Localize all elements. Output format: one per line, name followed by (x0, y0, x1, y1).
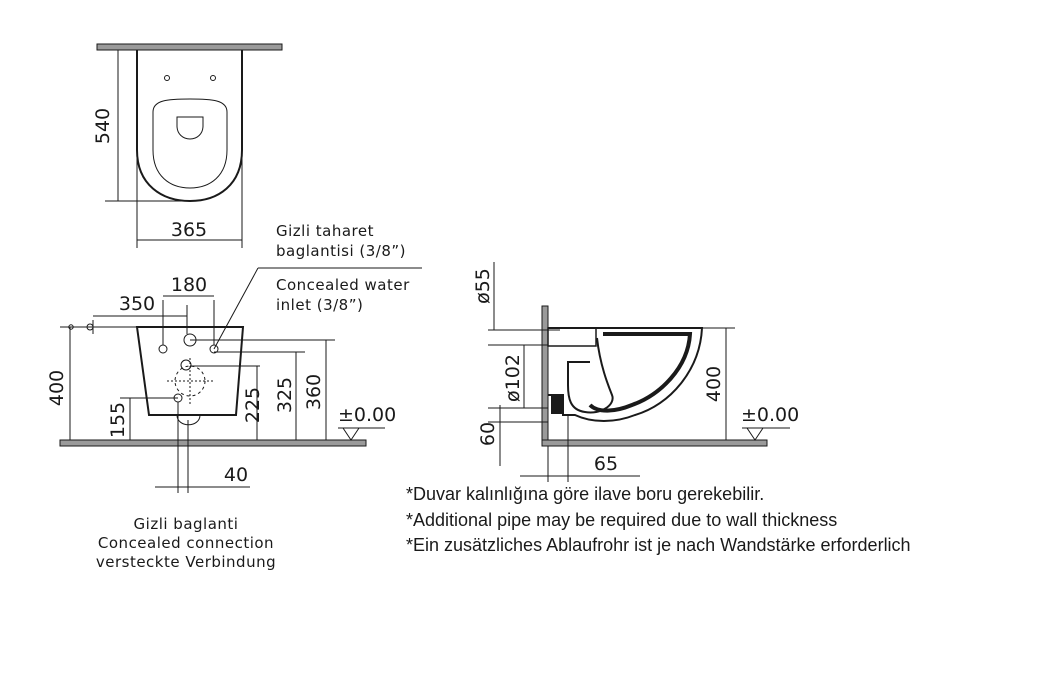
front-view: 350 180 400 155 225 325 360 40 ±0.00 Giz… (46, 222, 422, 571)
dim-65: 65 (594, 453, 618, 475)
dim-ø55: ø55 (472, 268, 494, 304)
connection-label-de: versteckte Verbindung (96, 553, 276, 571)
side-bowl-outline (548, 327, 704, 422)
front-level-label: ±0.00 (338, 404, 396, 426)
dim-40: 40 (224, 464, 248, 486)
top-view: 540 365 (92, 43, 283, 248)
dim-350: 350 (119, 293, 155, 315)
dim-325: 325 (274, 377, 296, 413)
top-fixing-hole-right (210, 75, 216, 81)
note-tr: *Duvar kalınlığına göre ilave boru gerek… (406, 484, 765, 504)
dim-180: 180 (171, 274, 207, 296)
top-wall (96, 43, 283, 51)
connection-label-tr: Gizli baglanti (134, 515, 239, 533)
water-inlet-label-tr-1: Gizli taharet (276, 222, 374, 240)
side-wall (541, 305, 549, 447)
dim-ø102: ø102 (502, 354, 524, 402)
side-level-label: ±0.00 (741, 404, 799, 426)
water-inlet-label-tr-2: baglantisi (3/8”) (276, 242, 406, 260)
connection-label-en: Concealed connection (98, 534, 274, 552)
dim-400-side: 400 (703, 366, 725, 402)
dim-365: 365 (171, 219, 207, 241)
port-center (180, 359, 192, 371)
dim-400: 400 (46, 370, 68, 406)
side-trapway (567, 337, 614, 414)
dim-360: 360 (303, 374, 325, 410)
dim-540: 540 (92, 108, 114, 144)
dim-155: 155 (107, 402, 129, 438)
note-de: *Ein zusätzliches Ablaufrohr ist je nach… (406, 535, 911, 555)
side-inlet-pipe (547, 327, 597, 347)
water-inlet-label-en-2: inlet (3/8”) (276, 296, 363, 314)
port-left (158, 344, 168, 354)
dim-225: 225 (242, 387, 264, 423)
front-floor (59, 439, 367, 447)
side-view: ø55 ø102 60 65 400 ±0.00 (472, 262, 799, 482)
top-fixing-hole-left (164, 75, 170, 81)
dim-60: 60 (477, 422, 499, 446)
note-en: *Additional pipe may be required due to … (406, 510, 838, 530)
water-inlet-label-en-1: Concealed water (276, 276, 410, 294)
side-floor (541, 439, 768, 447)
side-outlet-block (551, 396, 563, 414)
top-seat-outline (152, 98, 228, 189)
front-bowl-outline (135, 326, 245, 416)
top-bowl-opening (176, 116, 204, 140)
